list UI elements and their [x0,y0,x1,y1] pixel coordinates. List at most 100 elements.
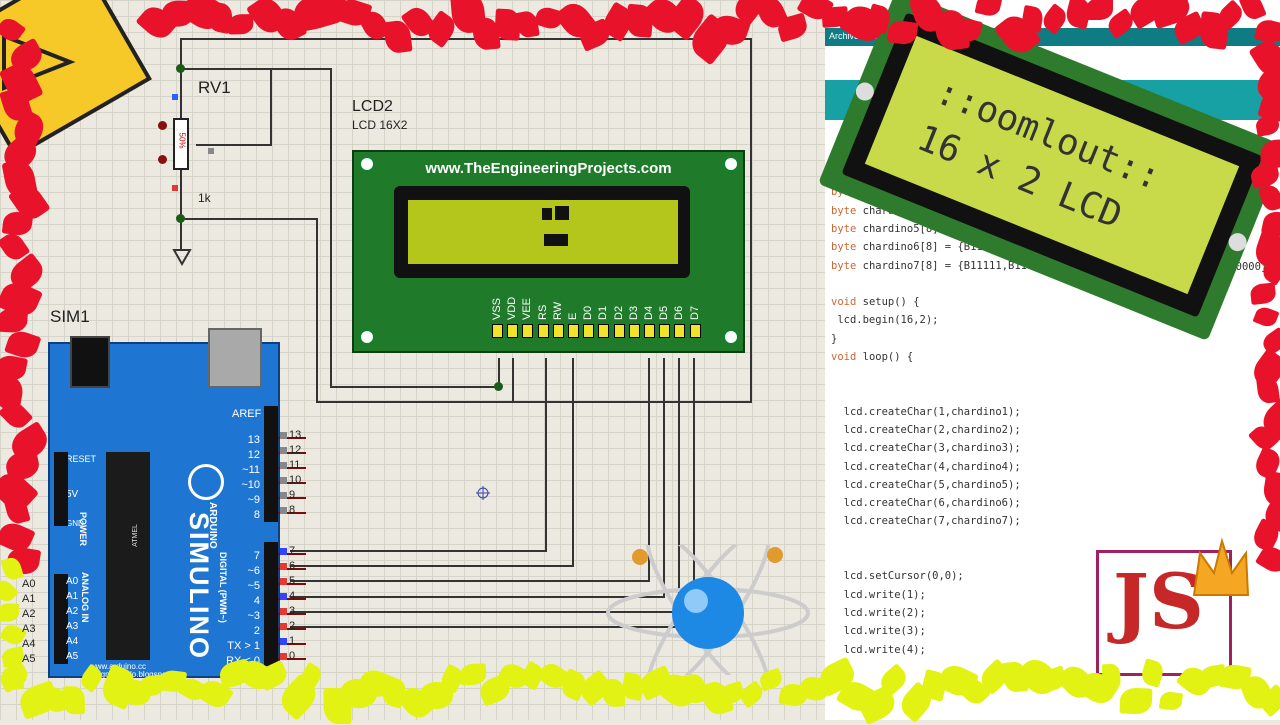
junction-dot [176,64,185,73]
lcd-pin-d2[interactable] [614,324,625,338]
wire [196,144,272,146]
lcd-pin-e[interactable] [568,324,579,338]
code-line[interactable]: void setup() { [831,296,920,308]
power-jack [70,336,110,388]
lcd-pin-label-d2: D2 [613,306,625,320]
code-line[interactable]: } [831,333,837,345]
digital-pin-number[interactable]: 10 [289,474,301,486]
digital-pin-number[interactable]: 8 [289,504,295,516]
digital-pin-number[interactable]: 0 [289,650,295,662]
wire [180,38,752,40]
lcd-pin-label-d6: D6 [673,306,685,320]
analog-pin-number[interactable]: A5 [22,653,35,665]
lcd-pin-d3[interactable] [629,324,640,338]
digital-header-low [264,542,278,666]
wire [572,358,574,566]
lcd-glyph [542,208,552,220]
code-line[interactable]: lcd.createChar(6,chardino6); [831,497,1021,509]
code-line[interactable]: lcd.createChar(2,chardino2); [831,424,1021,436]
code-line[interactable]: byte chardino7[8] = {B11111,B1100 [831,260,1040,272]
code-line[interactable]: lcd.createChar(1,chardino1); [831,406,1021,418]
digital-pin-number[interactable]: 6 [289,560,295,572]
code-line[interactable]: lcd.write(1); [831,589,926,601]
lcd-pin-d0[interactable] [583,324,594,338]
code-line[interactable]: lcd.setCursor(0,0); [831,570,964,582]
digital-pin-number[interactable]: 11 [289,459,300,471]
code-line[interactable]: void loop() { [831,351,913,363]
pin-marker [280,593,287,600]
lcd-pin-label-e: E [567,313,579,320]
usb-port [208,328,262,388]
pin-dot [158,155,167,164]
lcd-pin-d1[interactable] [598,324,609,338]
analog-label: ANALOG IN [80,572,90,623]
lcd-pin-vdd[interactable] [507,324,518,338]
digital-pin-number[interactable]: 12 [289,444,301,456]
lcd-pin-label-vdd: VDD [506,297,518,320]
lcd-pin-rs[interactable] [538,324,549,338]
analog-pin-label: A4 [66,636,78,647]
code-line[interactable]: lcd.createChar(5,chardino5); [831,479,1021,491]
code-line[interactable]: lcd.write(4); [831,644,926,656]
analog-pin-label: A0 [66,576,78,587]
code-line[interactable]: lcd.createChar(3,chardino3); [831,442,1021,454]
digital-pin-number[interactable]: 2 [289,620,295,632]
mount-hole [360,330,374,344]
code-line[interactable]: lcd.createChar(4,chardino4); [831,461,1021,473]
pin-marker [280,578,287,585]
lcd-pin-d5[interactable] [659,324,670,338]
code-line[interactable]: lcd.write(3); [831,625,926,637]
wire [180,170,182,250]
ground-icon [172,248,192,266]
digital-pin-label: ~6 [198,565,260,577]
analog-pin-label: A3 [66,621,78,632]
code-line[interactable]: lcd.begin(16,2); [831,314,938,326]
rv1-percent: 50% [178,132,187,148]
digital-pin-number[interactable]: 5 [289,575,295,587]
lcd-pin-d4[interactable] [644,324,655,338]
analog-pin-number[interactable]: A2 [22,608,35,620]
pin-marker [280,608,287,615]
digital-pin-label: 4 [198,595,260,607]
lcd-pin-rw[interactable] [553,324,564,338]
lcd-pin-label-d1: D1 [597,306,609,320]
code-line[interactable]: lcd.createChar(7,chardino7); [831,515,1021,527]
potentiometer[interactable]: 50% [173,118,189,170]
wire [180,38,182,118]
digital-pin-number[interactable]: 1 [289,635,295,647]
digital-pin-label: 2 [198,625,260,637]
wire [316,218,318,403]
lcd-pin-d7[interactable] [690,324,701,338]
code-line[interactable]: lcd.write(2); [831,607,926,619]
digital-pin-number[interactable]: 3 [289,605,295,617]
pin-marker [172,94,178,100]
digital-pin-number[interactable]: 9 [289,489,295,501]
lcd-screen [408,200,678,264]
lcd-pin-label-d4: D4 [643,306,655,320]
pin-marker [280,563,287,570]
analog-pin-number[interactable]: A1 [22,593,35,605]
reset-label: RESET [66,454,96,464]
rv1-value: 1k [198,191,211,205]
analog-pin-number[interactable]: A0 [22,578,35,590]
digital-pin-number[interactable]: 13 [289,429,301,441]
wire [290,550,547,552]
analog-pin-number[interactable]: A3 [22,623,35,635]
digital-pin-number[interactable]: 7 [289,545,295,557]
digital-pin-label: ~11 [198,464,260,476]
pin-marker [172,185,178,191]
pin-marker [280,462,287,469]
lcd-pin-vee[interactable] [522,324,533,338]
analog-pin-number[interactable]: A4 [22,638,35,650]
wire [330,386,500,388]
keyword: byte [831,241,856,253]
lcd-pin-d6[interactable] [674,324,685,338]
pin-marker [280,638,287,645]
digital-pin-number[interactable]: 4 [289,590,295,602]
power-label: POWER [78,512,88,546]
lcd-pin-label-rs: RS [537,305,549,320]
arduino-board[interactable]: ATMEL ARDUINO SIMULINO RESET 5V GND POWE… [48,342,280,678]
lcd-pin-vss[interactable] [492,324,503,338]
analog-pin-label: A5 [66,651,78,662]
